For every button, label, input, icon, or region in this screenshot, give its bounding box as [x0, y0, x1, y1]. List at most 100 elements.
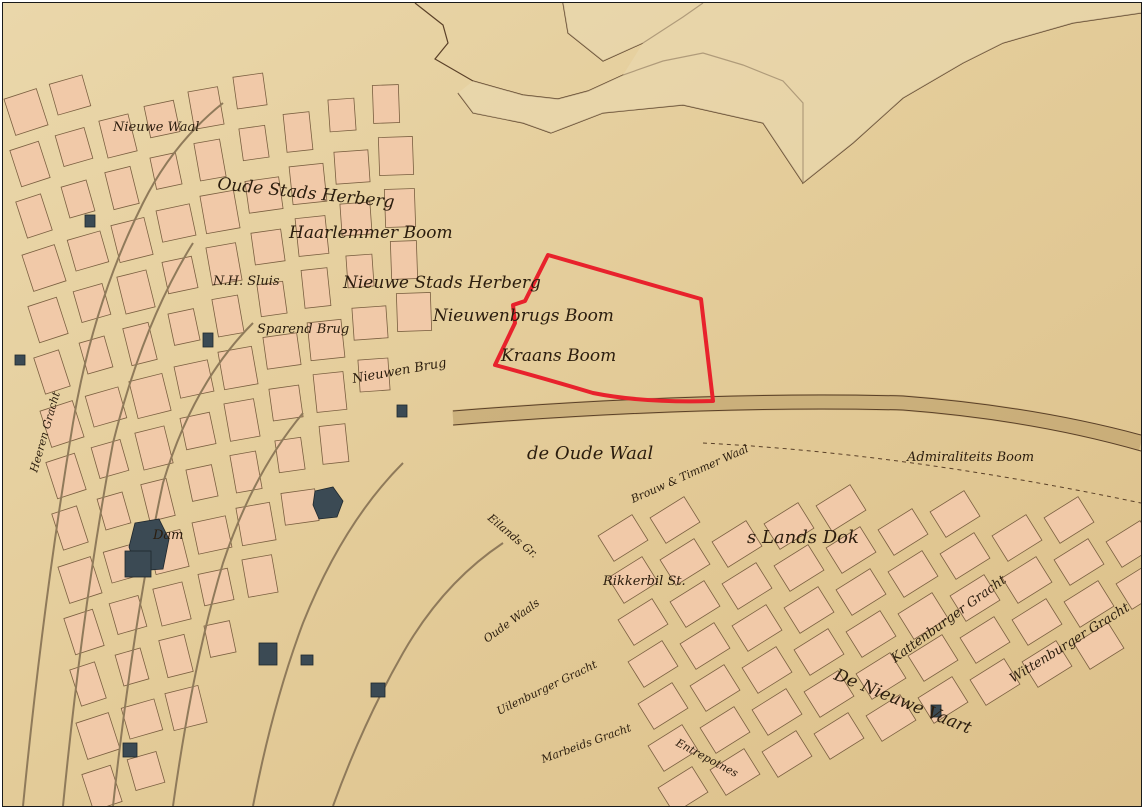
city-block [751, 688, 803, 736]
city-block [256, 280, 288, 318]
city-block [741, 646, 793, 694]
city-block [939, 532, 991, 580]
city-block [383, 188, 417, 228]
highlighted-area-outline[interactable] [493, 253, 715, 404]
city-block [223, 398, 261, 442]
city-block [877, 508, 929, 556]
city-block [280, 488, 320, 526]
city-block [250, 228, 286, 266]
city-block [126, 750, 166, 792]
upper-land-area [458, 3, 1141, 183]
city-block [75, 712, 121, 760]
city-block [114, 647, 150, 687]
building-block-i [14, 354, 26, 366]
label-haarlemmer-boom: Haarlemmer Boom [288, 223, 453, 243]
city-block [191, 515, 233, 555]
building-block-b [258, 642, 278, 666]
city-block [1011, 598, 1063, 646]
historic-map[interactable]: Nieuwe Waal Oude Stads Herberg Haarlemme… [3, 3, 1141, 806]
city-block [339, 201, 373, 237]
city-block [262, 332, 302, 370]
city-block [104, 165, 140, 211]
city-block [193, 138, 227, 182]
building-block-e [202, 332, 214, 348]
city-block [158, 633, 194, 679]
city-block [1001, 556, 1053, 604]
city-block [929, 490, 981, 538]
city-block [783, 586, 835, 634]
city-block [167, 308, 201, 346]
city-blocks-east [597, 484, 1141, 806]
city-block [897, 592, 949, 640]
city-block [917, 676, 969, 724]
canals [22, 102, 504, 806]
city-block [813, 712, 865, 760]
city-block [15, 193, 53, 239]
city-block [627, 640, 679, 688]
city-block [116, 269, 156, 315]
city-block [155, 203, 197, 243]
city-block [371, 84, 401, 124]
city-block [232, 72, 268, 110]
city-block [773, 544, 825, 592]
city-block [351, 305, 389, 341]
city-block [969, 658, 1021, 706]
city-block [327, 97, 357, 133]
building-block-d [84, 214, 96, 228]
building-block-f [396, 404, 408, 418]
city-block [1021, 640, 1073, 688]
city-block [763, 502, 815, 550]
city-block [229, 450, 263, 494]
city-block [33, 349, 71, 395]
city-block [731, 604, 783, 652]
city-block [607, 556, 659, 604]
city-block [205, 242, 243, 286]
city-block [241, 554, 279, 598]
buildings [14, 214, 942, 758]
city-block [84, 386, 128, 428]
city-block [140, 477, 176, 523]
city-block [60, 179, 96, 219]
building-block-c [370, 682, 386, 698]
city-block [274, 436, 306, 474]
city-block [793, 628, 845, 676]
city-block [711, 520, 763, 568]
city-block [120, 698, 164, 740]
city-block [238, 124, 270, 162]
city-block [721, 562, 773, 610]
city-block [199, 189, 241, 235]
city-block [855, 652, 907, 700]
city-block [179, 411, 217, 451]
city-block [825, 526, 877, 574]
city-block [1105, 520, 1141, 568]
city-block [669, 580, 721, 628]
city-block [709, 748, 761, 796]
city-block [1063, 580, 1115, 628]
label-sparend-brug: Sparend Brug [257, 322, 349, 337]
city-block [699, 706, 751, 754]
city-block [235, 501, 277, 547]
city-block [679, 622, 731, 670]
city-block [217, 345, 259, 391]
city-block [1053, 538, 1105, 586]
city-block [45, 452, 87, 500]
city-block [134, 425, 174, 471]
dike [452, 394, 1141, 504]
label-rikkerbil-st: Rikkerbil St. [602, 574, 686, 589]
city-block [128, 372, 172, 420]
label-kraans-boom: Kraans Boom [500, 346, 616, 366]
label-s-lands-dok: s Lands Dok [747, 527, 859, 548]
city-block [203, 620, 237, 658]
label-dam: Dam [152, 528, 184, 543]
city-block [143, 99, 181, 139]
city-block [345, 253, 375, 289]
city-block [300, 267, 332, 309]
city-block [98, 113, 138, 159]
city-block [647, 724, 699, 772]
city-block [887, 550, 939, 598]
city-block [689, 664, 741, 712]
building-block-a [124, 550, 152, 578]
city-block [845, 610, 897, 658]
building-block-h [300, 654, 314, 666]
city-block [9, 140, 51, 188]
